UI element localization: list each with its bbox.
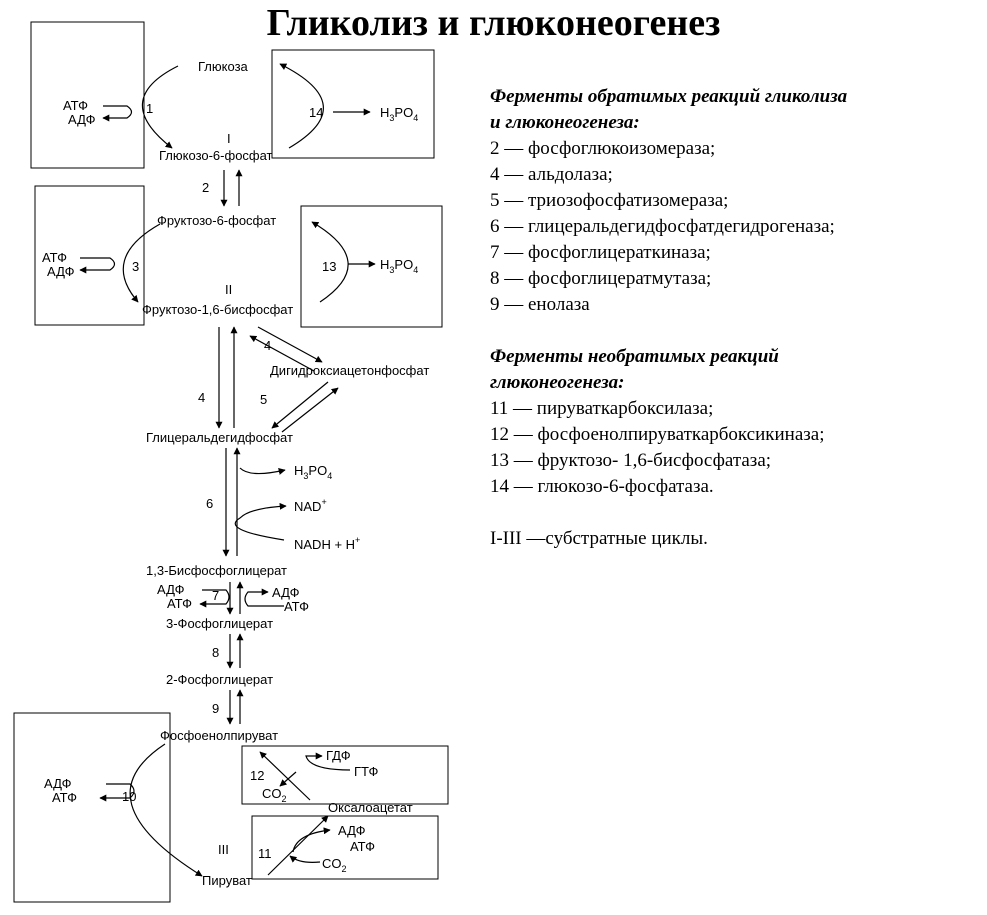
metabolite-1-3-bisphosphoglycerate: 1,3-Бисфосфоглицерат (146, 563, 287, 578)
cofactor-atp-11: АТФ (350, 839, 375, 854)
cofactor-pi-14: H3PO4 (380, 105, 418, 123)
enzyme-number-4-vertical: 4 (198, 390, 205, 405)
legend-item: 8 — фосфоглицератмутаза; (490, 268, 712, 289)
cofactor-adp-7-left: АДФ (157, 582, 185, 597)
metabolite-2-phosphoglycerate: 2-Фосфоглицерат (166, 672, 273, 687)
metabolite-glyceraldehyde-phosphate: Глицеральдегидфосфат (146, 430, 293, 445)
cofactor-gtp-12: ГТФ (354, 764, 379, 779)
cofactor-pi-13: H3PO4 (380, 257, 418, 275)
cofactor-atp-7-left: АТФ (167, 596, 192, 611)
metabolite-3-phosphoglycerate: 3-Фосфоглицерат (166, 616, 273, 631)
cofactor-atp-10: АТФ (52, 790, 77, 805)
arrow-11-to-oaa (267, 815, 329, 876)
arrow-1-atp-adp (102, 105, 133, 122)
cofactor-gdp-12: ГДФ (326, 748, 351, 763)
cofactor-atp-7-right: АТФ (284, 599, 309, 614)
legend-item: 7 — фосфоглицераткиназа; (490, 242, 711, 263)
arrow-12-gdp (305, 752, 351, 771)
enzyme-number-2: 2 (202, 180, 209, 195)
legend-item: 12 — фосфоенолпируваткарбоксикиназа; (490, 424, 825, 445)
enzyme-number-7: 7 (212, 588, 219, 603)
legend-cycles-note: I-III —субстратные циклы. (490, 528, 708, 549)
enzyme-number-6: 6 (206, 496, 213, 511)
enzyme-number-8: 8 (212, 645, 219, 660)
legend-item: 6 — глицеральдегидфосфатдегидрогеназа; (490, 216, 835, 237)
metabolite-phosphoenolpyruvate: Фосфоенолпируват (160, 728, 278, 743)
legend-reversible-header-line-1: Ферменты обратимых реакций гликолиза (490, 86, 848, 107)
legend-item: 13 — фруктозо- 1,6-бисфосфатаза; (490, 450, 772, 471)
arrow-10-arc (129, 743, 203, 877)
cycle-numeral-2: II (225, 282, 232, 297)
arrow-13-arc (311, 221, 349, 303)
cycle-numeral-1: I (227, 131, 231, 146)
arrow-14-arc (279, 63, 324, 149)
legend-reversible-header-line-2: и глюконеогенеза: (490, 112, 640, 133)
legend-item: 9 — енолаза (490, 294, 590, 315)
metabolite-fructose-6-phosphate: Фруктозо-6-фосфат (157, 213, 276, 228)
cycle-box-13 (300, 205, 443, 328)
enzyme-number-12: 12 (250, 768, 264, 783)
legend-item: 5 — триозофосфатизомераза; (490, 190, 729, 211)
arrow-6-pi (239, 467, 286, 475)
cycle-box-12 (241, 745, 449, 805)
cofactor-atp-1: АТФ (63, 98, 88, 113)
arrow-11-atp (292, 827, 331, 853)
cofactor-adp-3: АДФ (47, 264, 75, 279)
enzyme-number-10: 10 (122, 789, 136, 804)
cofactor-nadh: NADH + H+ (294, 535, 360, 552)
arrow-3-atp-adp (79, 257, 116, 274)
arrow-dhap-to-f16bp (249, 335, 315, 372)
enzyme-number-3: 3 (132, 259, 139, 274)
cofactor-nad: NAD+ (294, 497, 327, 514)
enzyme-number-5: 5 (260, 392, 267, 407)
arrow-5-to-gap (271, 381, 329, 429)
arrow-3-arc (122, 223, 161, 303)
metabolite-glucose: Глюкоза (198, 59, 249, 74)
legend-item: 14 — глюкозо-6-фосфатаза. (490, 476, 714, 497)
enzyme-number-11: 11 (258, 846, 272, 861)
cofactor-adp-10: АДФ (44, 776, 72, 791)
arrow-7-adp-atp-left (199, 589, 230, 608)
cycle-box-1-left (30, 21, 145, 169)
metabolite-oxaloacetate: Оксалоацетат (328, 800, 413, 815)
arrow-6-nad (234, 502, 287, 541)
metabolite-glucose-6-phosphate: Глюкозо-6-фосфат (159, 148, 273, 163)
metabolite-pyruvate: Пируват (202, 873, 252, 888)
cofactor-co2-12: CO2 (262, 786, 287, 804)
arrow-4-to-dhap (257, 326, 323, 363)
cycle-box-2-left (34, 185, 145, 326)
enzyme-number-14: 14 (309, 105, 323, 120)
cofactor-atp-3: АТФ (42, 250, 67, 265)
cofactor-co2-11: CO2 (322, 856, 347, 874)
enzyme-legend: Ферменты обратимых реакций гликолиза и г… (490, 84, 980, 552)
arrow-1-arc (141, 65, 179, 149)
enzyme-number-4-diagonal: 4 (264, 338, 271, 353)
metabolite-fructose-1-6-bisphosphate: Фруктозо-1,6-бисфосфат (142, 302, 293, 317)
cycle-numeral-3: III (218, 842, 229, 857)
cycle-box-3-left (13, 712, 171, 903)
enzyme-number-9: 9 (212, 701, 219, 716)
legend-item: 4 — альдолаза; (490, 164, 613, 185)
page-title: Гликолиз и глюконеогенез (266, 2, 721, 44)
metabolite-dhap: Дигидроксиацетонфосфат (270, 363, 429, 378)
legend-item: 2 — фосфоглюкоизомераза; (490, 138, 716, 159)
cycle-box-11 (251, 815, 439, 880)
arrow-10-adp-atp (99, 783, 135, 802)
arrow-12-co2 (279, 771, 297, 787)
cofactor-pi-6: H3PO4 (294, 463, 332, 481)
arrow-5-to-dhap (281, 387, 339, 433)
enzyme-number-1: 1 (146, 101, 153, 116)
legend-item: 11 — пируваткарбоксилаза; (490, 398, 714, 419)
arrow-12-to-pep (259, 751, 311, 801)
arrow-7-adp-atp-right (244, 588, 284, 607)
legend-irreversible-header-line-1: Ферменты необратимых реакций (490, 346, 779, 367)
cycle-box-14 (271, 49, 435, 159)
cofactor-adp-7-right: АДФ (272, 585, 300, 600)
cofactor-adp-11: АДФ (338, 823, 366, 838)
enzyme-number-13: 13 (322, 259, 336, 274)
cofactor-adp-1: АДФ (68, 112, 96, 127)
arrow-11-co2 (289, 855, 321, 863)
legend-irreversible-header-line-2: глюконеогенеза: (490, 372, 625, 393)
